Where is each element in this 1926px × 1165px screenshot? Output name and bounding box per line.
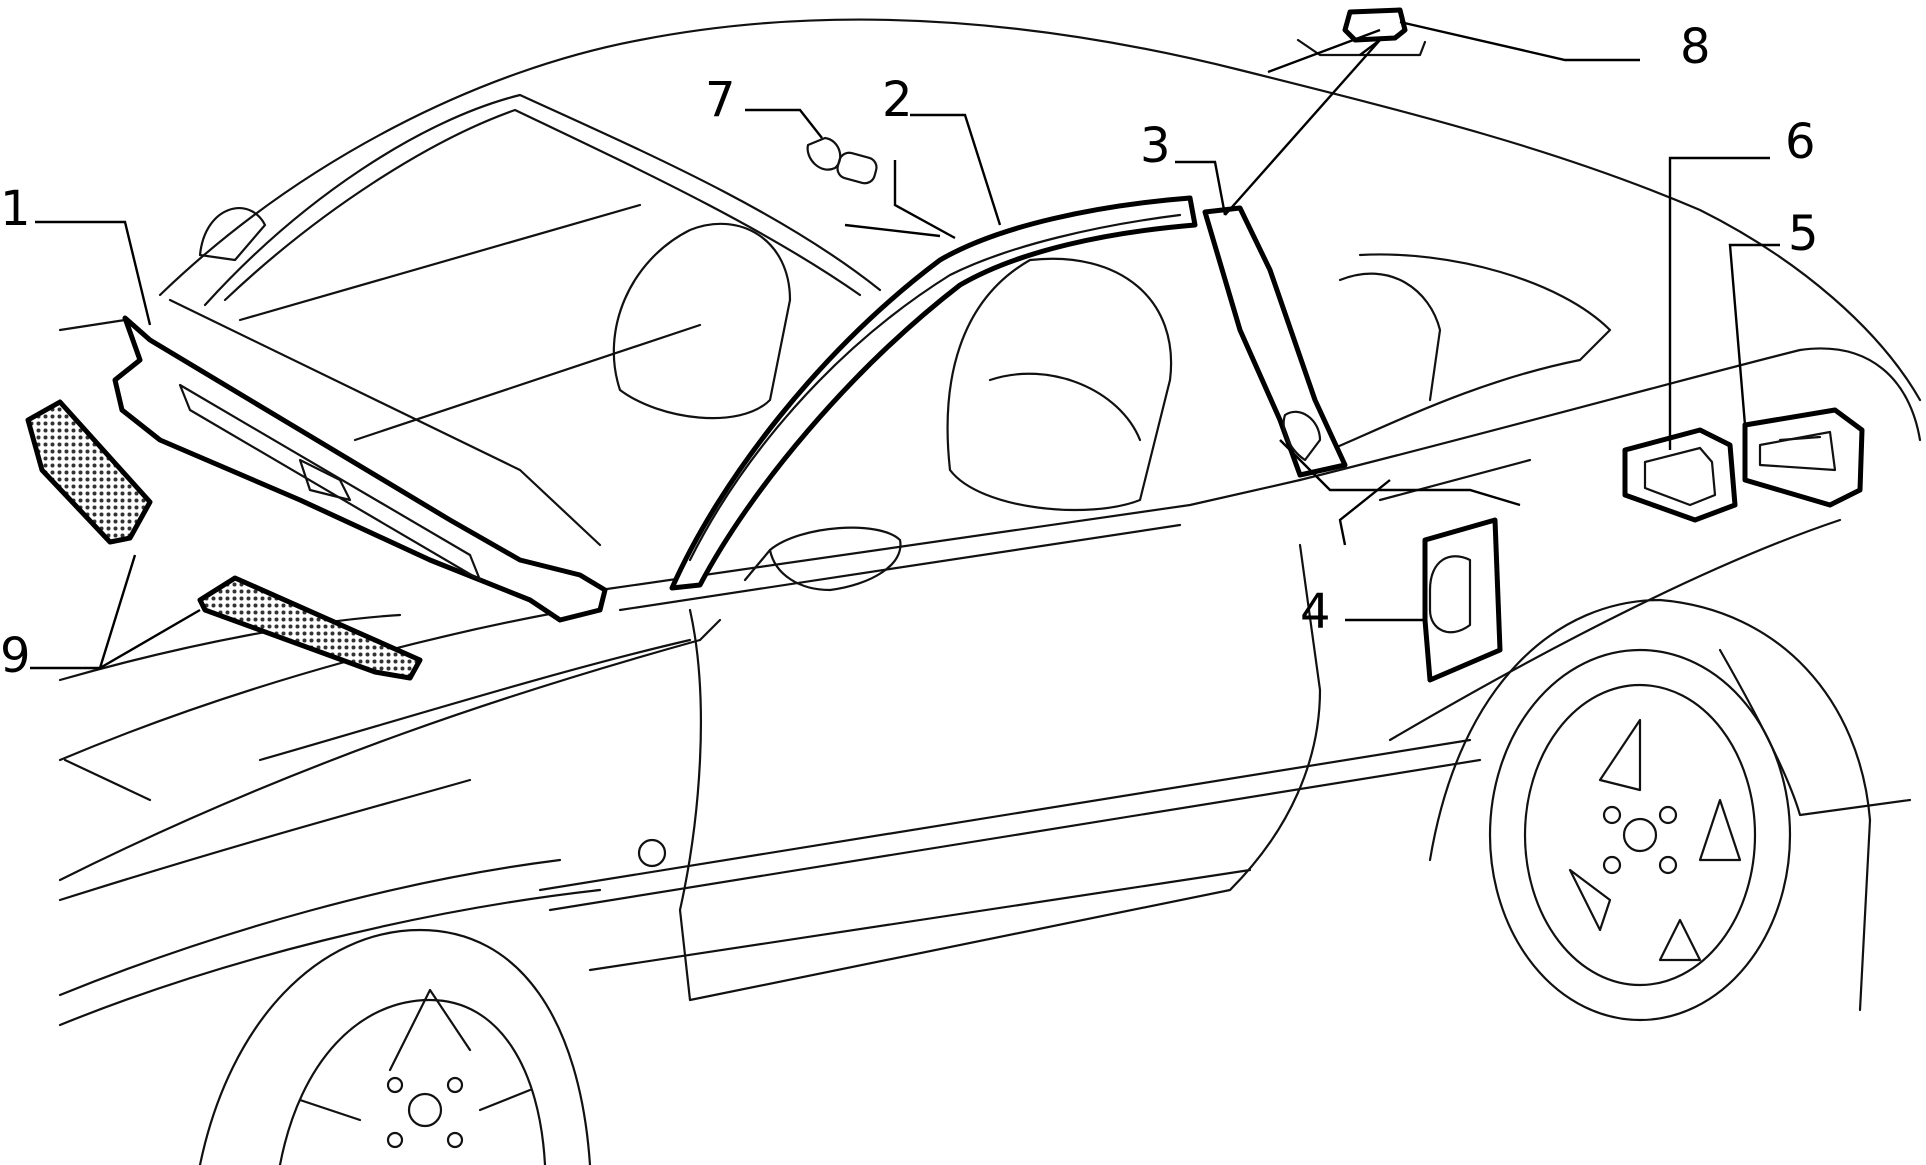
leader-lines [30,20,1780,670]
callout-4: 4 [1300,584,1331,640]
car-body-outline [58,18,1922,1027]
part-1-cowl-panel [112,315,608,623]
callout-7: 7 [705,72,736,128]
callout-8: 8 [1680,19,1711,75]
part-4-panel-insert [1422,517,1503,683]
callout-5: 5 [1788,206,1819,262]
callout-labels: 1 2 3 4 5 6 7 8 9 [0,19,1819,684]
part-7-fastener [806,136,878,185]
part-5-vent-grille [1742,407,1865,508]
part-3-b-pillar-trim [1202,205,1348,478]
part-9-mesh-grilles [25,399,423,681]
callout-1: 1 [0,181,31,237]
rear-wheel [1428,598,1872,1022]
part-8-clip [1296,7,1427,57]
front-wheel [198,928,592,1165]
callout-6: 6 [1785,114,1816,170]
part-6-vent-seal [1622,427,1738,523]
callout-9: 9 [0,628,31,684]
part-2-a-pillar-moulding [669,195,1198,591]
callout-3: 3 [1140,118,1171,174]
callout-2: 2 [882,72,913,128]
